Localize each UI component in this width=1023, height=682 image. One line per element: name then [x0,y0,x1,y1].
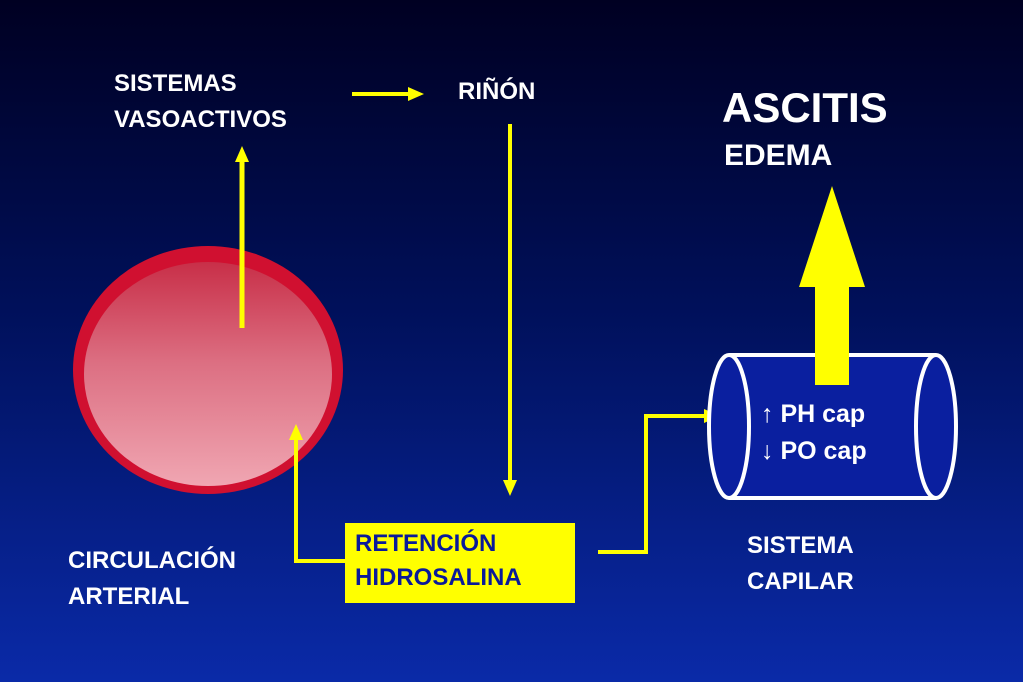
sistemas-line2: VASOACTIVOS [114,106,287,133]
label-sistemas-vasoactivos: SISTEMAS VASOACTIVOS [114,66,287,138]
ph-cap-label: ↑ PH cap [761,400,866,428]
capillary-pressures: ↑ PH cap ↓ PO cap [761,396,867,470]
label-rinon: RIÑÓN [458,78,536,105]
label-ascitis: ASCITIS [722,84,888,131]
arrow-retencion-to-capilar [598,409,720,554]
label-edema: EDEMA [724,139,833,172]
sistemas-line1: SISTEMAS [114,70,237,97]
circulacion-line1: CIRCULACIÓN [68,547,236,574]
arrow-circle-to-sistemas [235,146,249,328]
retencion-line1: RETENCIÓN [355,530,497,557]
arrow-capilar-to-ascitis [799,186,865,385]
arterial-circle-inner [84,262,332,486]
arrow-retencion-to-circle [289,424,345,563]
sistema-line1: SISTEMA [747,532,854,559]
arrow-rinon-to-retencion [503,124,517,496]
po-cap-label: ↓ PO cap [761,437,867,465]
retencion-hidrosalina-box: RETENCIÓN HIDROSALINA [345,523,575,603]
sistema-line2: CAPILAR [747,568,854,595]
label-circulacion-arterial: CIRCULACIÓN ARTERIAL [68,543,236,615]
label-sistema-capilar: SISTEMA CAPILAR [747,528,854,600]
capillary-cylinder [707,353,958,500]
arrow-sistemas-to-rinon [352,87,424,101]
retencion-line2: HIDROSALINA [355,564,522,591]
circulacion-line2: ARTERIAL [68,583,190,610]
